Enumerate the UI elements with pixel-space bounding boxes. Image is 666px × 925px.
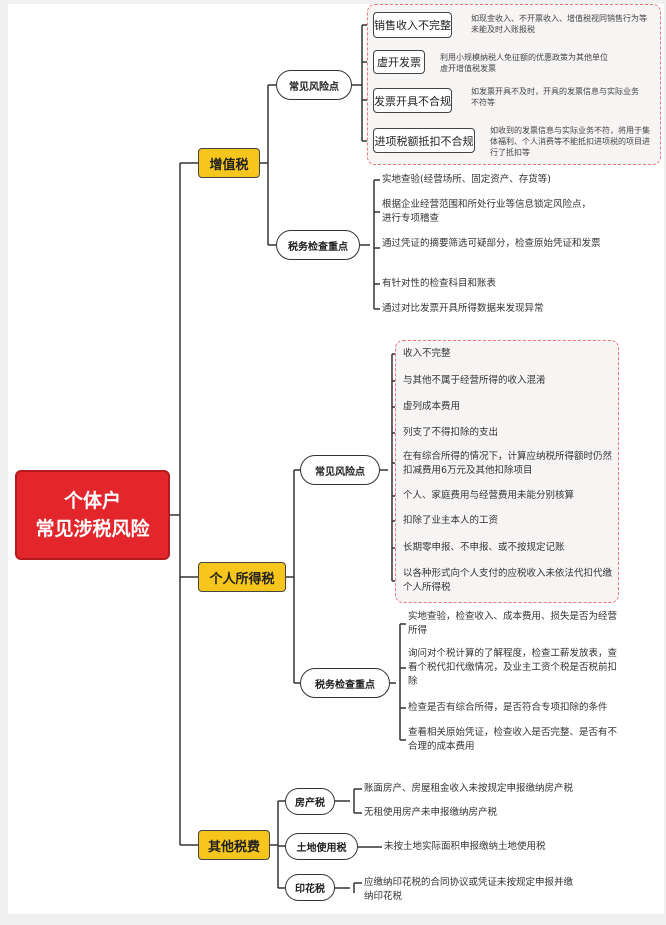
- vat-risk-desc: 利用小规模纳税人免征额的优惠政策为其他单位虚开增值税发票: [440, 53, 608, 73]
- vat-risk-desc: 如发票开具不及时，开具的发票信息与实际业务不符等: [471, 87, 639, 107]
- vat-risk-title: 销售收入不完整: [373, 12, 452, 38]
- pit-risk-item: 收入不完整: [403, 348, 451, 359]
- property-tax-item: 无租使用房产未申报缴纳房产税: [364, 807, 498, 818]
- vat-risk-node: 常见风险点: [276, 70, 352, 100]
- vat-check-node: 税务检查重点: [276, 230, 360, 260]
- other-taxes-node: 其他税费: [198, 830, 270, 860]
- vat-check-item: 有针对性的检查科目和账表: [382, 278, 497, 289]
- vat-check-item: 通过对比发票开具所得数据来发现异常: [382, 303, 544, 314]
- pit-risk-item: 虚列成本费用: [403, 401, 461, 412]
- land-use-tax-node: 土地使用税: [285, 833, 358, 860]
- vat-risk-title: 虚开发票: [373, 50, 425, 74]
- pit-risk-dashed-group: [395, 340, 619, 603]
- stamp-tax-node: 印花税: [285, 874, 335, 901]
- pit-check-item: 实地查验，检查收入、成本费用、损失是否为经营所得: [408, 611, 618, 636]
- pit-node: 个人所得税: [198, 562, 286, 592]
- pit-risk-item: 列支了不得扣除的支出: [403, 427, 499, 438]
- property-tax-node: 房产税: [285, 788, 335, 815]
- pit-check-item: 询问对个税计算的了解程度，检查工薪发放表，查看个税代扣代缴情况，及业主工资个税是…: [408, 648, 618, 687]
- pit-risk-node: 常见风险点: [300, 455, 380, 485]
- vat-check-item: 实地查验(经营场所、固定资产、存货等): [382, 174, 551, 185]
- pit-check-node: 税务检查重点: [300, 668, 390, 698]
- vat-risk-title: 发票开具不合规: [373, 88, 452, 113]
- land-use-tax-item: 未按土地实际面积申报缴纳土地使用税: [384, 841, 546, 852]
- vat-check-item: 通过凭证的摘要筛选可疑部分，检查原始凭证和发票: [382, 238, 601, 249]
- pit-risk-item: 以各种形式向个人支付的应税收入未依法代扣代缴个人所得税: [403, 568, 613, 593]
- vat-node: 增值税: [198, 148, 260, 178]
- pit-risk-item: 长期零申报、不申报、或不按规定记账: [403, 542, 565, 553]
- vat-risk-desc: 如收到的发票信息与实际业务不符，将用于集体福利、个人消费等不能抵扣进项税的项目进…: [490, 126, 650, 157]
- pit-check-item: 查看相关原始凭证，检查收入是否完整、是否有不合理的成本费用: [408, 727, 618, 752]
- vat-risk-desc: 如现金收入、不开票收入、增值税视同销售行为等未能及时入账报税: [471, 14, 647, 34]
- vat-check-item: 根据企业经营范围和所处行业等信息锁定风险点，进行专项稽查: [382, 199, 592, 224]
- pit-check-item: 检查是否有综合所得，是否符合专项扣除的条件: [408, 702, 608, 713]
- stamp-tax-item: 应缴纳印花税的合同协议或凭证未按规定申报并缴纳印花税: [364, 877, 574, 902]
- root-title-line2: 常见涉税风险: [35, 518, 150, 540]
- root-node: 个体户 常见涉税风险: [15, 470, 170, 560]
- property-tax-item: 账面房产、房屋租金收入未按规定申报缴纳房产税: [364, 783, 574, 794]
- root-title-line1: 个体户: [63, 490, 121, 512]
- pit-risk-item: 个人、家庭费用与经营费用未能分别核算: [403, 490, 575, 501]
- vat-risk-title: 进项税额抵扣不合规: [373, 128, 475, 153]
- pit-risk-item: 与其他不属于经营所得的收入混淆: [403, 375, 546, 386]
- pit-risk-item: 扣除了业主本人的工资: [403, 515, 499, 526]
- pit-risk-item: 在有综合所得的情况下，计算应纳税所得额时仍然扣减费用6万元及其他扣除项目: [403, 451, 613, 476]
